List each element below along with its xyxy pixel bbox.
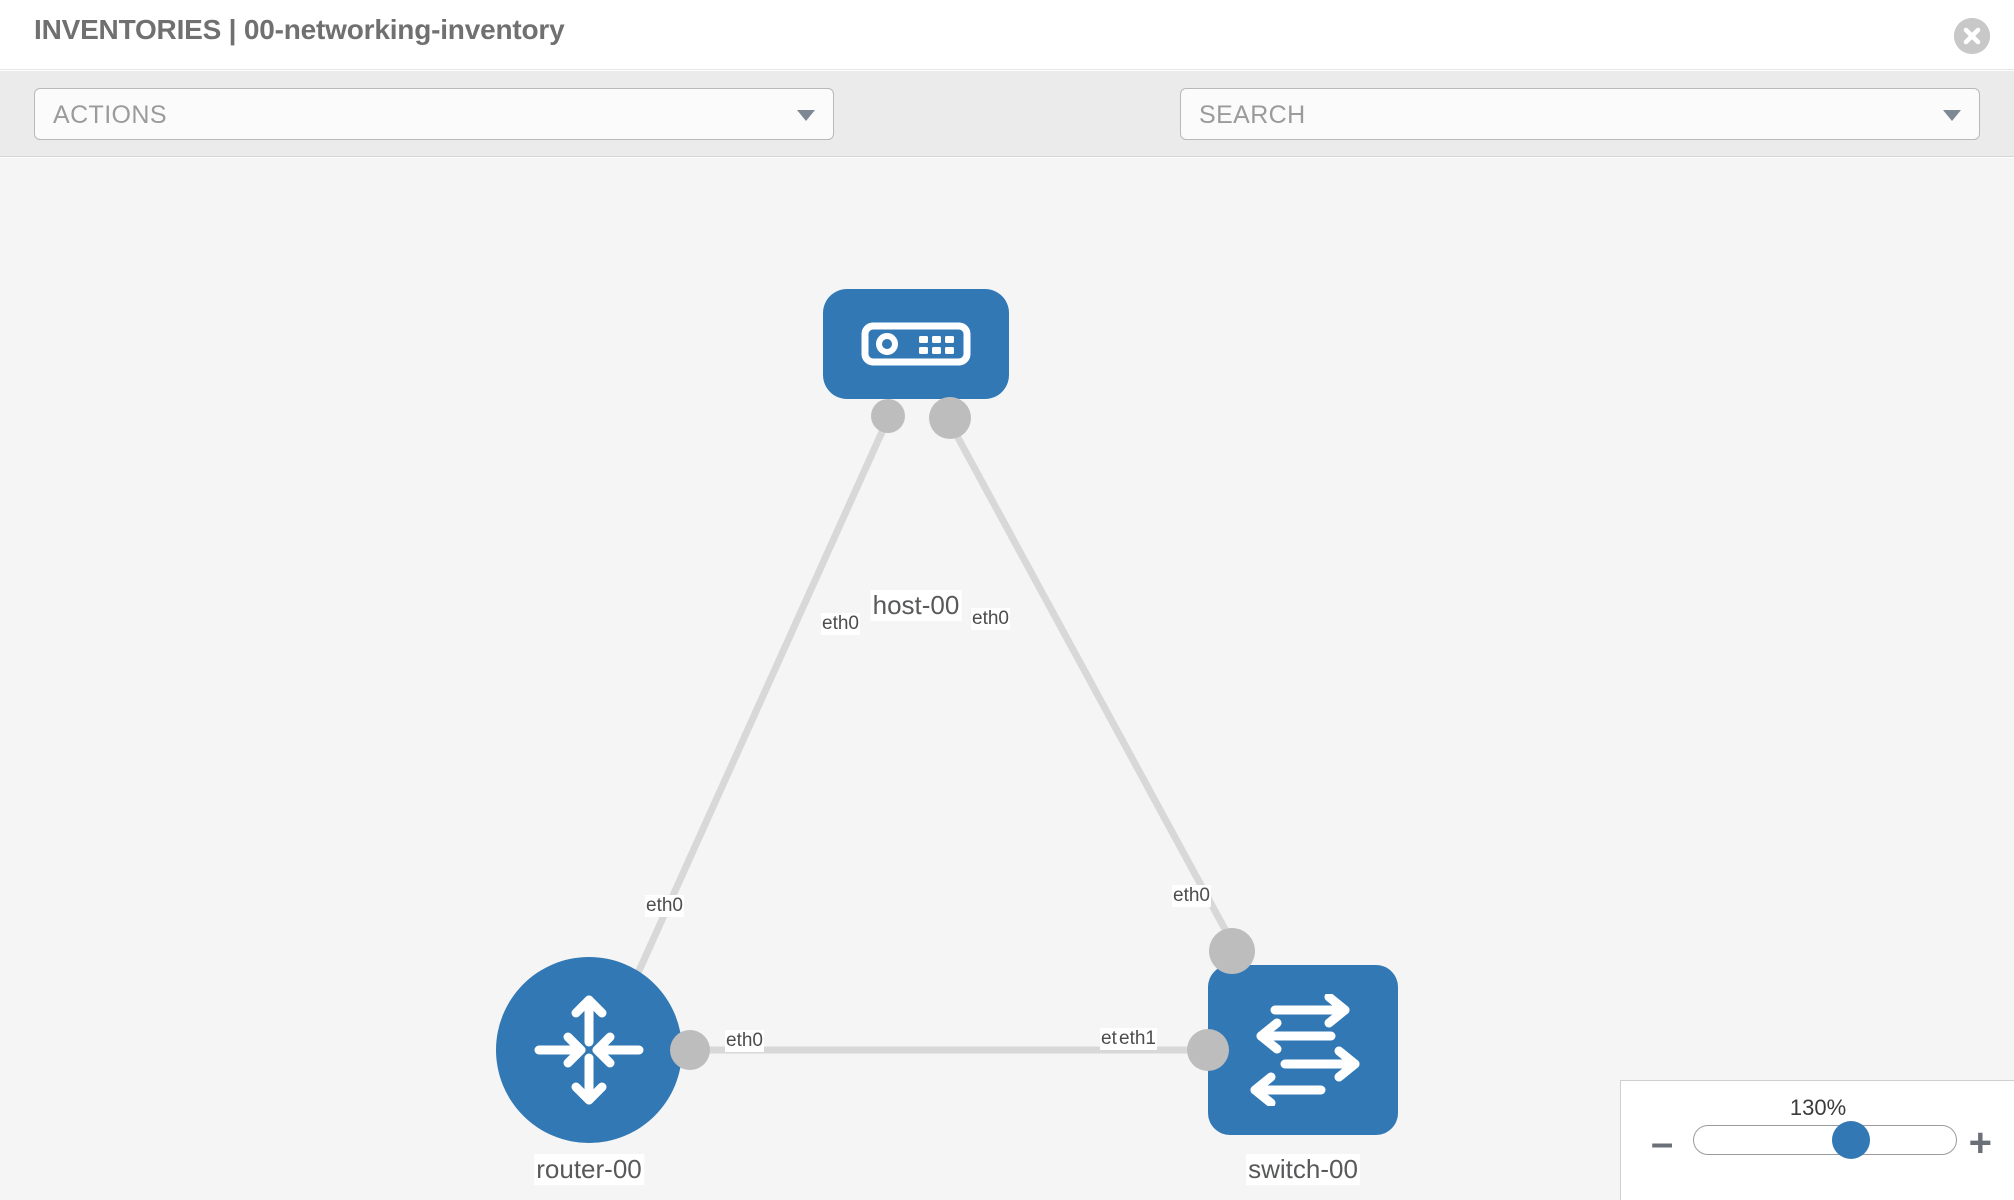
- router-node-shape[interactable]: [496, 957, 682, 1143]
- search-input[interactable]: SEARCH: [1180, 88, 1980, 140]
- server-icon: [861, 322, 971, 366]
- connector-host-eth0-right[interactable]: [929, 397, 971, 439]
- switch-icon: [1250, 994, 1360, 1106]
- page-header: INVENTORIES | 00-networking-inventory: [0, 0, 2014, 70]
- chevron-down-icon: [1943, 110, 1961, 121]
- actions-dropdown[interactable]: ACTIONS: [34, 88, 834, 140]
- switch-node-shape[interactable]: [1208, 965, 1398, 1135]
- zoom-level-value: 130%: [1789, 1095, 1847, 1120]
- link-host-switch[interactable]: [946, 421, 1269, 1005]
- interface-label: eth0: [725, 1030, 764, 1052]
- interface-label: eth1: [1118, 1028, 1157, 1050]
- page-title: INVENTORIES | 00-networking-inventory: [34, 14, 565, 45]
- node-label-switch: switch-00: [1246, 1154, 1360, 1185]
- connector-switch-eth0-top[interactable]: [1209, 928, 1255, 974]
- interface-label: eth0: [821, 613, 860, 635]
- toolbar: ACTIONS SEARCH: [0, 71, 2014, 202]
- zoom-slider[interactable]: [1693, 1121, 1957, 1159]
- connector-switch-eth1-left[interactable]: [1187, 1029, 1229, 1071]
- search-placeholder: SEARCH: [1199, 101, 1306, 129]
- router-icon: [534, 995, 644, 1105]
- interface-label: eth0: [1172, 885, 1211, 907]
- connector-host-eth0-left[interactable]: [871, 399, 905, 433]
- interface-label: eth0: [971, 608, 1010, 630]
- topology-node-router[interactable]: [496, 957, 682, 1143]
- interface-label: eth0: [645, 895, 684, 917]
- topology-node-switch[interactable]: [1208, 965, 1398, 1135]
- topology-node-host[interactable]: [823, 289, 1009, 399]
- connector-router-eth0-right[interactable]: [670, 1030, 710, 1070]
- chevron-down-icon: [797, 110, 815, 121]
- zoom-slider-thumb[interactable]: [1832, 1121, 1871, 1159]
- host-node-shape[interactable]: [823, 289, 1009, 399]
- link-host-router[interactable]: [616, 421, 890, 1015]
- topology-canvas[interactable]: host-00: [0, 158, 2014, 1200]
- node-label-host: host-00: [870, 590, 962, 621]
- zoom-out-button[interactable]: –: [1651, 1121, 1674, 1165]
- node-label-router: router-00: [534, 1154, 644, 1185]
- close-icon: [1954, 18, 1990, 54]
- actions-dropdown-label: ACTIONS: [53, 101, 167, 129]
- zoom-control-panel: 130% – +: [1620, 1080, 2014, 1200]
- zoom-in-button[interactable]: +: [1968, 1121, 1992, 1165]
- close-button[interactable]: [1954, 18, 1990, 54]
